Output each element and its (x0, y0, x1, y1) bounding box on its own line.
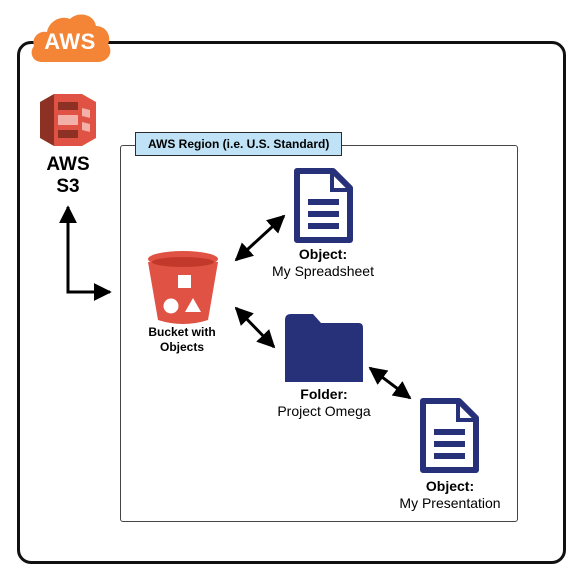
bucket-label-line2: Objects (159, 340, 204, 354)
bucket-label-line1: Bucket with (148, 325, 216, 339)
bucket-to-folder-arrow (234, 306, 276, 349)
presentation-document-icon (420, 398, 479, 473)
spreadsheet-name: My Spreadsheet (272, 263, 374, 279)
service-label-line2: S3 (56, 176, 80, 197)
cloud-label: AWS (44, 29, 96, 54)
aws-cloud-frame (17, 41, 566, 564)
bucket-to-spreadsheet-arrow (234, 214, 286, 262)
spreadsheet-document-icon (294, 168, 353, 243)
presentation-caption: Object: My Presentation (384, 478, 516, 512)
folder-caption: Folder: Project Omega (259, 386, 389, 420)
folder-name: Project Omega (277, 403, 371, 419)
spreadsheet-caption: Object: My Spreadsheet (258, 246, 388, 280)
folder-title: Folder: (300, 386, 348, 402)
folder-icon (285, 314, 363, 382)
s3-to-bucket-arrow (59, 205, 112, 301)
cloud-icon (31, 14, 111, 63)
bucket-label: Bucket with Objects (137, 325, 227, 355)
spreadsheet-title: Object: (298, 246, 348, 262)
presentation-name: My Presentation (399, 495, 501, 511)
s3-service-icon (40, 94, 96, 146)
bucket-icon (148, 251, 218, 324)
folder-to-presentation-arrow (368, 366, 412, 400)
aws-cloud-badge: AWS (28, 10, 112, 66)
service-label: AWS S3 (32, 154, 104, 198)
region-label: AWS Region (i.e. U.S. Standard) (135, 132, 343, 156)
presentation-title: Object: (425, 478, 475, 494)
service-label-line1: AWS (46, 154, 90, 175)
